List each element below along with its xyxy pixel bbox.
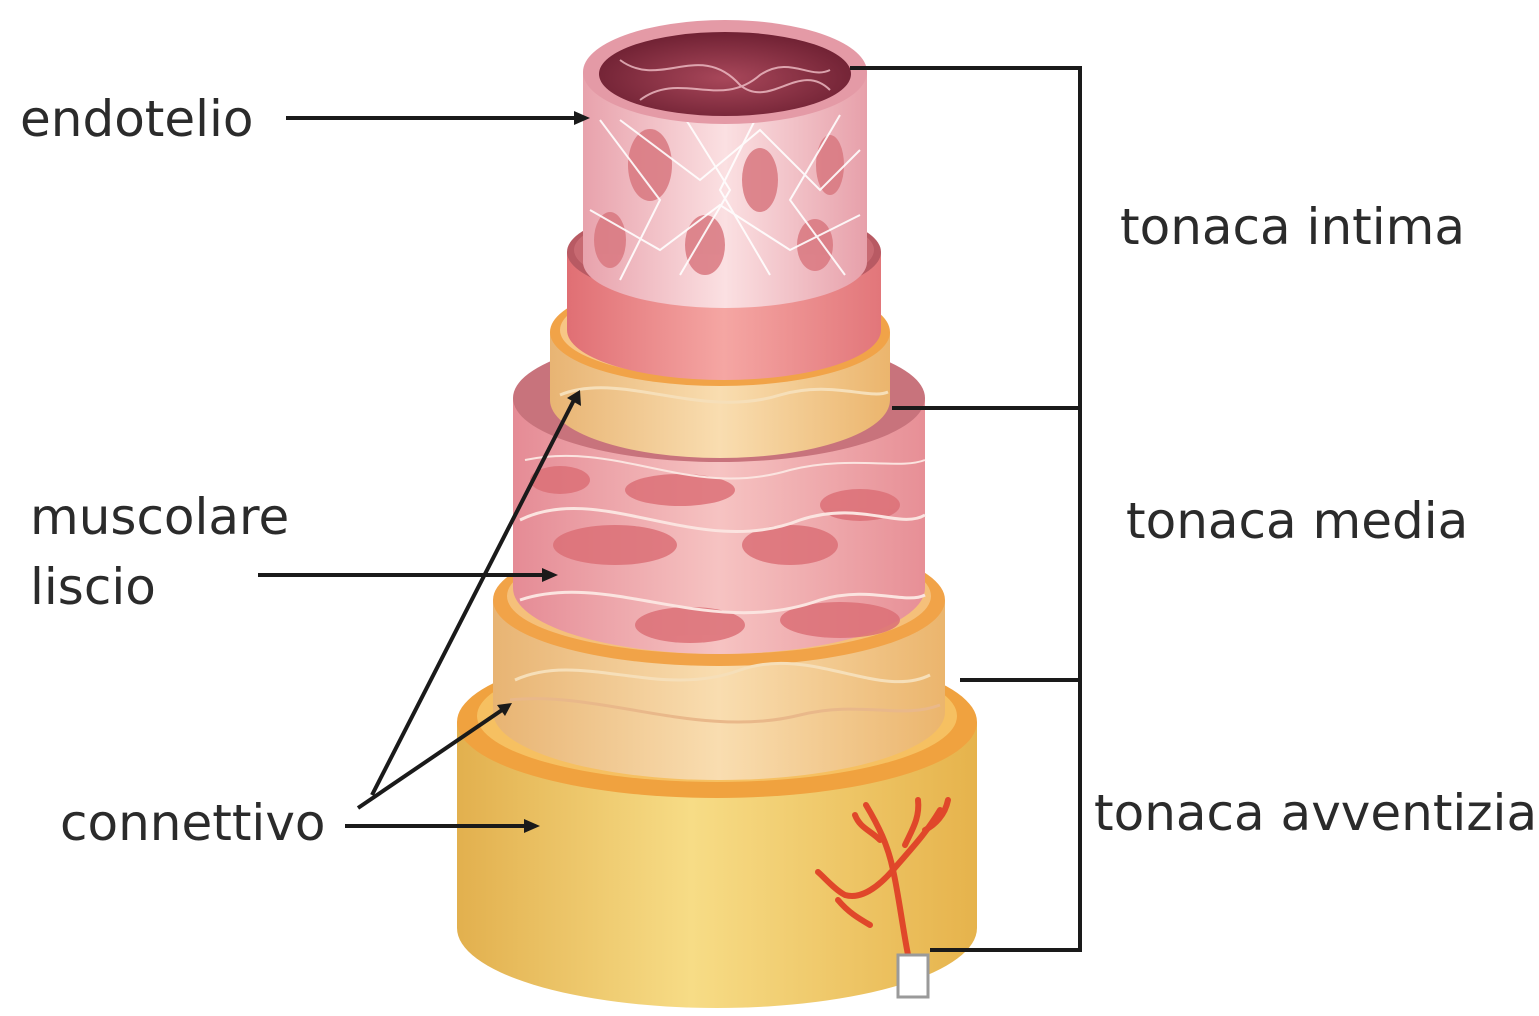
label-endotelio: endotelio [20, 86, 254, 152]
label-tonaca-intima: tonaca intima [1120, 194, 1465, 260]
label-connettivo: connettivo [60, 790, 326, 856]
endothelium-layer [583, 20, 867, 308]
label-tonaca-avventizia: tonaca avventizia [1094, 780, 1537, 846]
label-tonaca-media: tonaca media [1126, 488, 1468, 554]
label-liscio: liscio [30, 554, 156, 620]
label-muscolare: muscolare [30, 484, 289, 550]
vessel-stub [898, 955, 928, 997]
